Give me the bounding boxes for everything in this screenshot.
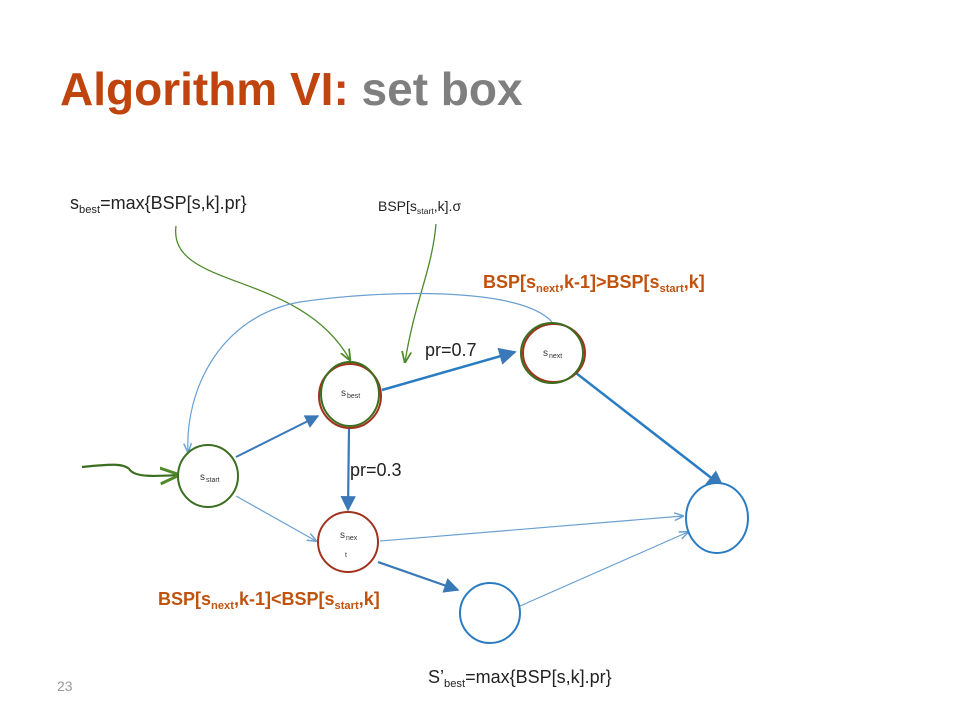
title-sub: set box — [361, 63, 523, 115]
node-next-top: snext — [520, 322, 586, 384]
node-best-sub: best — [347, 393, 360, 400]
label-condition-greater: BSP[snext,k-1]>BSP[sstart,k] — [483, 272, 705, 295]
node-best: sbest — [318, 361, 382, 429]
slide-title: Algorithm VI: set box — [60, 62, 523, 116]
edge-bottom-right — [519, 532, 688, 607]
node-right — [685, 482, 749, 554]
node-next-mid-sub: nex — [346, 535, 358, 542]
edge-start-best — [235, 415, 320, 458]
label-sbest-max: sbest=max{BSP[s,k].pr} — [70, 193, 247, 216]
label-bsp-sigma: BSP[sstart,k].σ — [378, 198, 462, 217]
pointer-sigma-curve — [405, 223, 437, 362]
node-next-top-sub: next — [549, 353, 562, 360]
incoming-start-edge — [81, 463, 178, 476]
edge-best-nexttop — [381, 347, 517, 392]
node-start-s: s — [200, 472, 205, 483]
label-sprime-best: S’best=max{BSP[s,k].pr} — [428, 667, 612, 690]
svg-text:snex: snex — [340, 530, 358, 542]
node-next-mid-s: s — [340, 530, 345, 541]
svg-text:sstart: sstart — [200, 472, 220, 484]
label-condition-less: BSP[snext,k-1]<BSP[sstart,k] — [158, 589, 380, 612]
node-best-s: s — [341, 388, 346, 399]
node-start-sub: start — [206, 477, 220, 484]
edge-nextmid-right — [379, 516, 683, 542]
pointer-sbest-curve — [175, 225, 350, 360]
edge-best-nextmid — [340, 427, 356, 512]
edge-start-nextmid — [235, 495, 316, 541]
edge-nexttop-right — [575, 372, 725, 489]
label-pr-03: pr=0.3 — [350, 460, 402, 480]
label-pr-07: pr=0.7 — [425, 340, 477, 360]
page-number: 23 — [57, 678, 73, 694]
node-next-mid-wrap: t — [345, 552, 347, 559]
title-main: Algorithm VI: — [60, 63, 349, 115]
node-start: sstart — [177, 444, 239, 508]
svg-text:sbest: sbest — [341, 388, 360, 400]
feedback-curve — [188, 292, 553, 452]
node-next-mid: snex t — [317, 511, 379, 573]
node-bottom — [459, 582, 521, 644]
node-next-top-s: s — [543, 348, 548, 359]
edge-nextmid-bottom — [377, 560, 460, 593]
svg-text:snext: snext — [543, 348, 562, 360]
